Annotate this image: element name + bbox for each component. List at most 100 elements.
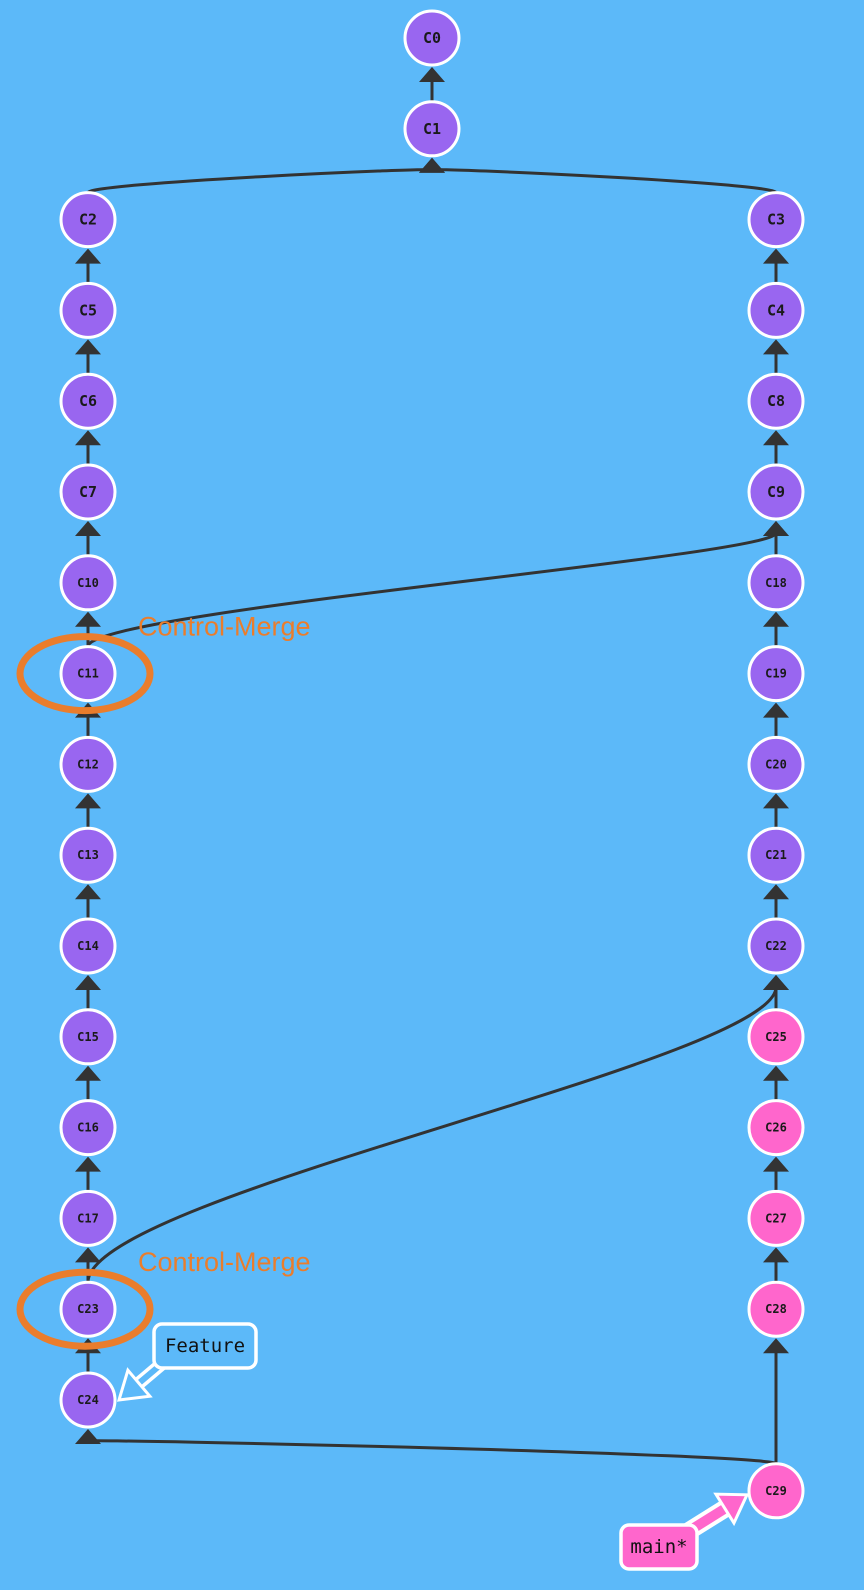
commit-label: C12 [77,757,99,771]
commit-label: C20 [765,757,787,771]
commit-C10[interactable]: C10 [59,554,117,612]
commit-C26[interactable]: C26 [747,1099,805,1157]
edge-C27-to-C26 [763,1156,789,1192]
commit-C5[interactable]: C5 [59,281,117,339]
commit-C21[interactable]: C21 [747,826,805,884]
commit-C15[interactable]: C15 [59,1008,117,1066]
edge-C21-to-C20 [763,793,789,829]
edge-C15-to-C14 [75,975,101,1010]
edge-C11-to-C10 [75,611,101,647]
edge-C4-to-C3 [763,248,789,284]
commit-label: C6 [79,392,97,410]
edge-C10-to-C7 [75,521,101,556]
highlight-ellipse [16,1268,154,1350]
commit-label: C28 [765,1302,787,1316]
edge-C28-to-C27 [763,1247,789,1283]
commit-C7[interactable]: C7 [59,463,117,521]
commit-label: C3 [767,211,785,229]
commit-C25[interactable]: C25 [747,1008,805,1066]
edge-C7-to-C6 [75,430,101,465]
commit-label: C14 [77,939,99,953]
branch-name: Feature [165,1335,245,1357]
commit-C23[interactable]: C23 [59,1280,117,1338]
commit-C22[interactable]: C22 [747,917,805,975]
commit-C20[interactable]: C20 [747,735,805,793]
commit-C1[interactable]: C1 [403,100,461,158]
commit-label: C4 [767,301,785,319]
edge-C29-to-C24 [75,1429,778,1466]
commit-label: C9 [767,483,785,501]
commit-C0[interactable]: C0 [403,9,461,67]
commit-C14[interactable]: C14 [59,917,117,975]
commit-C24[interactable]: C24 [59,1371,117,1429]
commit-label: C27 [765,1211,787,1225]
branch-name: main* [630,1536,687,1558]
control-merge-annotation-C23: Control-Merge [16,1247,311,1350]
commit-label: C10 [77,576,99,590]
edge-C29-to-C28 [763,1338,789,1464]
commit-label: C17 [77,1211,99,1225]
commit-label: C29 [765,1484,787,1498]
control-merge-annotation-C11: Control-Merge [16,612,311,715]
commit-label: C19 [765,667,787,681]
edge-C5-to-C2 [75,248,101,284]
commit-label: C24 [77,1393,99,1407]
branch-labels-layer: Feature main* [116,1322,750,1571]
branch-feature-label[interactable]: Feature [116,1322,258,1402]
edges-layer [75,67,789,1466]
edge-C17-to-C16 [75,1156,101,1192]
commit-C6[interactable]: C6 [59,372,117,430]
commit-C16[interactable]: C16 [59,1099,117,1157]
commit-C3[interactable]: C3 [747,191,805,249]
edge-C23-to-C22 [86,975,789,1283]
commit-C4[interactable]: C4 [747,281,805,339]
edge-C6-to-C5 [75,339,101,375]
commit-label: C11 [77,667,99,681]
edge-C14-to-C13 [75,884,101,919]
commit-C29[interactable]: C29 [747,1462,805,1520]
branch-main-label[interactable]: main* [619,1492,750,1571]
edge-C8-to-C4 [763,339,789,375]
edge-C22-to-C21 [763,884,789,919]
commit-C17[interactable]: C17 [59,1189,117,1247]
edge-C26-to-C25 [763,1065,789,1101]
commit-label: C18 [765,576,787,590]
commit-label: C8 [767,392,785,410]
edge-C1-to-C0 [419,67,445,102]
edge-C13-to-C12 [75,793,101,829]
commit-C27[interactable]: C27 [747,1189,805,1247]
branch-tag-box [152,1322,258,1370]
commit-C19[interactable]: C19 [747,645,805,703]
commit-C2[interactable]: C2 [59,191,117,249]
commit-label: C5 [79,301,97,319]
commit-label: C16 [77,1121,99,1135]
commit-C13[interactable]: C13 [59,826,117,884]
edge-C16-to-C15 [75,1065,101,1101]
edge-C20-to-C19 [763,702,789,738]
edge-C18-to-C9 [763,521,789,556]
commit-label: C0 [423,29,441,47]
edge-C2-to-C1 [86,157,445,195]
commit-label: C22 [765,939,787,953]
commit-label: C23 [77,1302,99,1316]
commit-C11[interactable]: C11 [59,645,117,703]
annotation-label: Control-Merge [138,1247,311,1277]
commit-C8[interactable]: C8 [747,372,805,430]
commit-C28[interactable]: C28 [747,1280,805,1338]
commit-label: C25 [765,1030,787,1044]
commit-label: C15 [77,1030,99,1044]
commit-label: C13 [77,848,99,862]
commit-label: C21 [765,848,787,862]
edge-C3-to-C1 [419,157,778,195]
commit-C18[interactable]: C18 [747,554,805,612]
edge-C9-to-C8 [763,430,789,465]
commit-C12[interactable]: C12 [59,735,117,793]
branch-arrow-icon [684,1492,750,1539]
commit-label: C26 [765,1121,787,1135]
highlight-ellipse [16,633,154,715]
branch-tag-box [619,1523,699,1571]
commit-C9[interactable]: C9 [747,463,805,521]
